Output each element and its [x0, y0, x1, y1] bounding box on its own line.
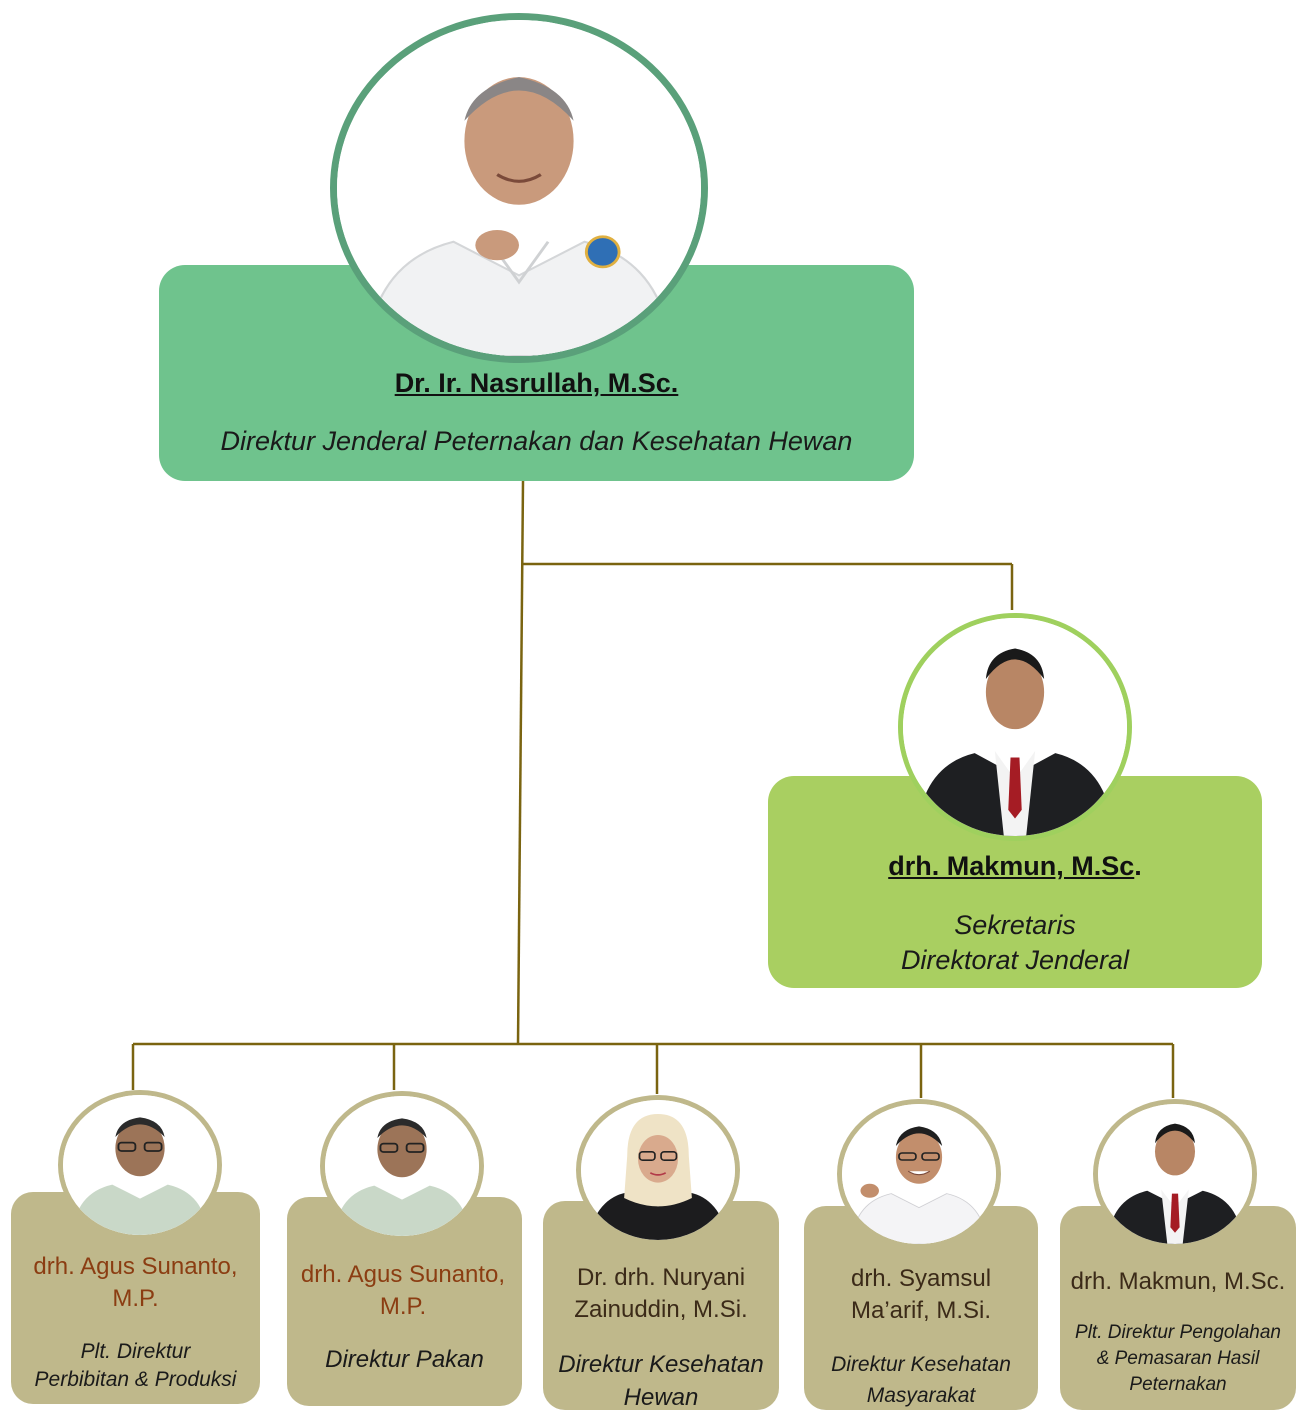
director-title-2: Direktur Pakan	[287, 1345, 522, 1375]
director-general-title: Direktur Jenderal Peternakan dan Kesehat…	[220, 426, 853, 456]
director-title-4-line1: Direktur Kesehatan	[831, 1353, 1011, 1376]
secretary-title: Sekretaris Direktorat Jenderal	[768, 908, 1262, 978]
director-title-4-line2: Masyarakat	[866, 1384, 976, 1407]
secretary-name-suffix: .	[1134, 851, 1142, 881]
director-title-1: Plt. Direktur Perbibitan & Produksi	[11, 1338, 260, 1394]
director-title-1-line1: Plt. Direktur	[80, 1340, 191, 1363]
director-title-2-line1: Direktur Pakan	[325, 1346, 484, 1373]
director-title-1-line2: Perbibitan & Produksi	[34, 1368, 237, 1391]
director-title-5-line3: Peternakan	[1129, 1374, 1227, 1395]
director-title-3-line1: Direktur Kesehatan	[558, 1351, 764, 1378]
director-title-5: Plt. Direktur Pengolahan & Pemasaran Has…	[1060, 1320, 1296, 1398]
director-name-2-line2: M.P.	[379, 1293, 427, 1320]
secretary-photo	[898, 613, 1132, 841]
director-photo-4	[837, 1099, 1001, 1249]
director-photo-1	[58, 1090, 222, 1240]
director-general-photo	[330, 13, 708, 363]
director-name-1-line1: drh. Agus Sunanto,	[33, 1253, 238, 1280]
director-photo-5	[1093, 1099, 1257, 1249]
director-photo-2	[320, 1091, 484, 1241]
director-name-1: drh. Agus Sunanto, M.P.	[11, 1251, 260, 1315]
director-name-3: Dr. drh. Nuryani Zainuddin, M.Si.	[543, 1262, 779, 1326]
director-general-name: Dr. Ir. Nasrullah, M.Sc.	[394, 368, 679, 398]
director-name-2-line1: drh. Agus Sunanto,	[300, 1261, 506, 1288]
director-name-2: drh. Agus Sunanto, M.P.	[283, 1259, 523, 1323]
secretary-name: drh. Makmun, M.Sc.	[768, 851, 1262, 882]
director-photo-3	[576, 1095, 740, 1245]
director-name-4: drh. Syamsul Ma’arif, M.Si.	[804, 1263, 1038, 1327]
director-name-5-line1: drh. Makmun, M.Sc.	[1070, 1268, 1286, 1295]
director-name-3-line1: Dr. drh. Nuryani	[576, 1264, 746, 1291]
director-name-4-line2: Ma’arif, M.Si.	[850, 1297, 991, 1324]
director-name-1-line2: M.P.	[112, 1285, 159, 1312]
director-title-4: Direktur Kesehatan Masyarakat	[804, 1349, 1038, 1411]
director-name-3-line2: Zainuddin, M.Si.	[574, 1296, 748, 1323]
director-name-5: drh. Makmun, M.Sc.	[1055, 1266, 1298, 1298]
director-title-3-line2: Hewan	[623, 1384, 699, 1411]
secretary-name-main: drh. Makmun, M.Sc	[888, 851, 1135, 881]
director-title-3: Direktur Kesehatan Hewan	[543, 1348, 779, 1414]
secretary-title-line1: Sekretaris	[954, 910, 1076, 940]
director-title-5-line2: & Pemasaran Hasil	[1096, 1348, 1260, 1369]
secretary-title-line2: Direktorat Jenderal	[900, 945, 1130, 975]
trunk-line	[516, 480, 525, 1045]
director-name-4-line1: drh. Syamsul	[850, 1265, 992, 1292]
director-title-5-line1: Plt. Direktur Pengolahan	[1075, 1322, 1281, 1343]
